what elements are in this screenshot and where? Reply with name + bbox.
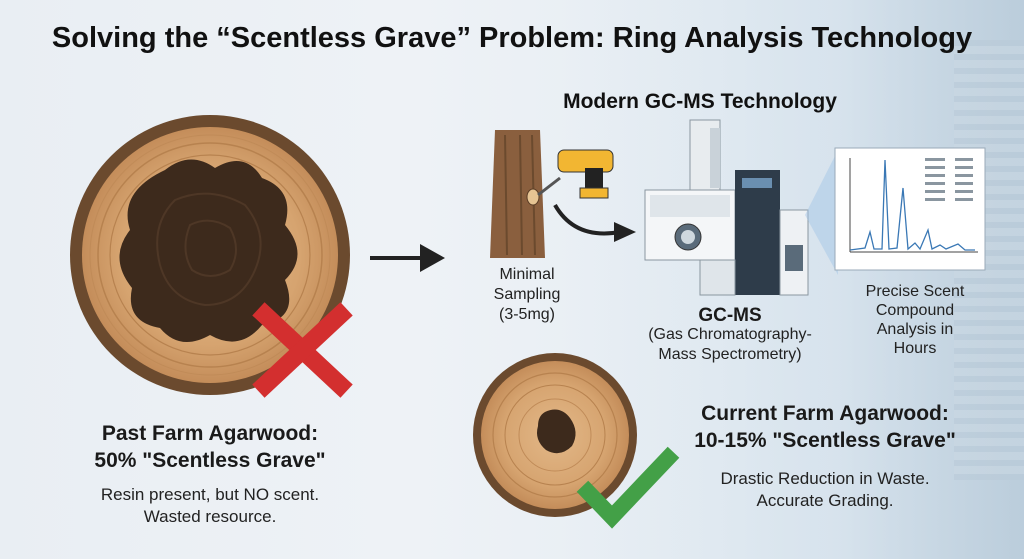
resin-stain-small (537, 409, 576, 454)
page-title: Solving the “Scentless Grave” Problem: R… (51, 22, 973, 54)
sample-flow-arrowhead (614, 222, 636, 242)
chromatogram (834, 147, 986, 271)
sample-flow-arrow (553, 203, 621, 236)
gcms-title: GC-MS (698, 305, 762, 326)
current-log-cross-section (473, 353, 637, 517)
gcms-machine (644, 119, 809, 296)
current-title: Current Farm Agarwood: 10-15% "Scentless… (694, 402, 956, 452)
arrow-icon (370, 244, 445, 272)
section-subtitle: Modern GC-MS Technology (563, 90, 837, 113)
cross-icon (252, 302, 353, 398)
current-description: Drastic Reduction in Waste. Accurate Gra… (720, 469, 930, 510)
past-description: Resin present, but NO scent. Wasted reso… (100, 485, 320, 526)
past-title: Past Farm Agarwood: 50% "Scentless Grave… (94, 422, 326, 472)
projection-beam (805, 150, 838, 275)
sampling-label: Minimal Sampling (3-5mg) (493, 266, 561, 323)
drill-icon (537, 149, 614, 199)
analysis-label: Precise Scent Compound Analysis in Hours (865, 283, 965, 357)
resin-stain-large (119, 159, 298, 343)
check-icon (576, 446, 680, 529)
tree-trunk (490, 130, 545, 258)
gcms-description: (Gas Chromatography- Mass Spectrometry) (648, 326, 812, 363)
